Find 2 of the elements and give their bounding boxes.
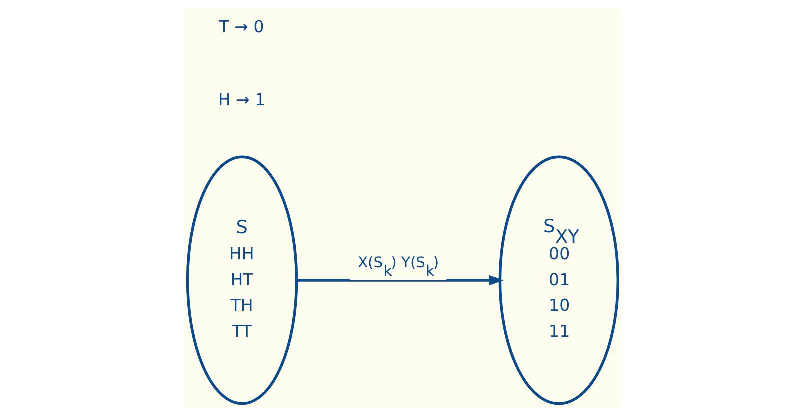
- label: T → 0: [219, 18, 264, 37]
- label: H → 1: [218, 90, 266, 110]
